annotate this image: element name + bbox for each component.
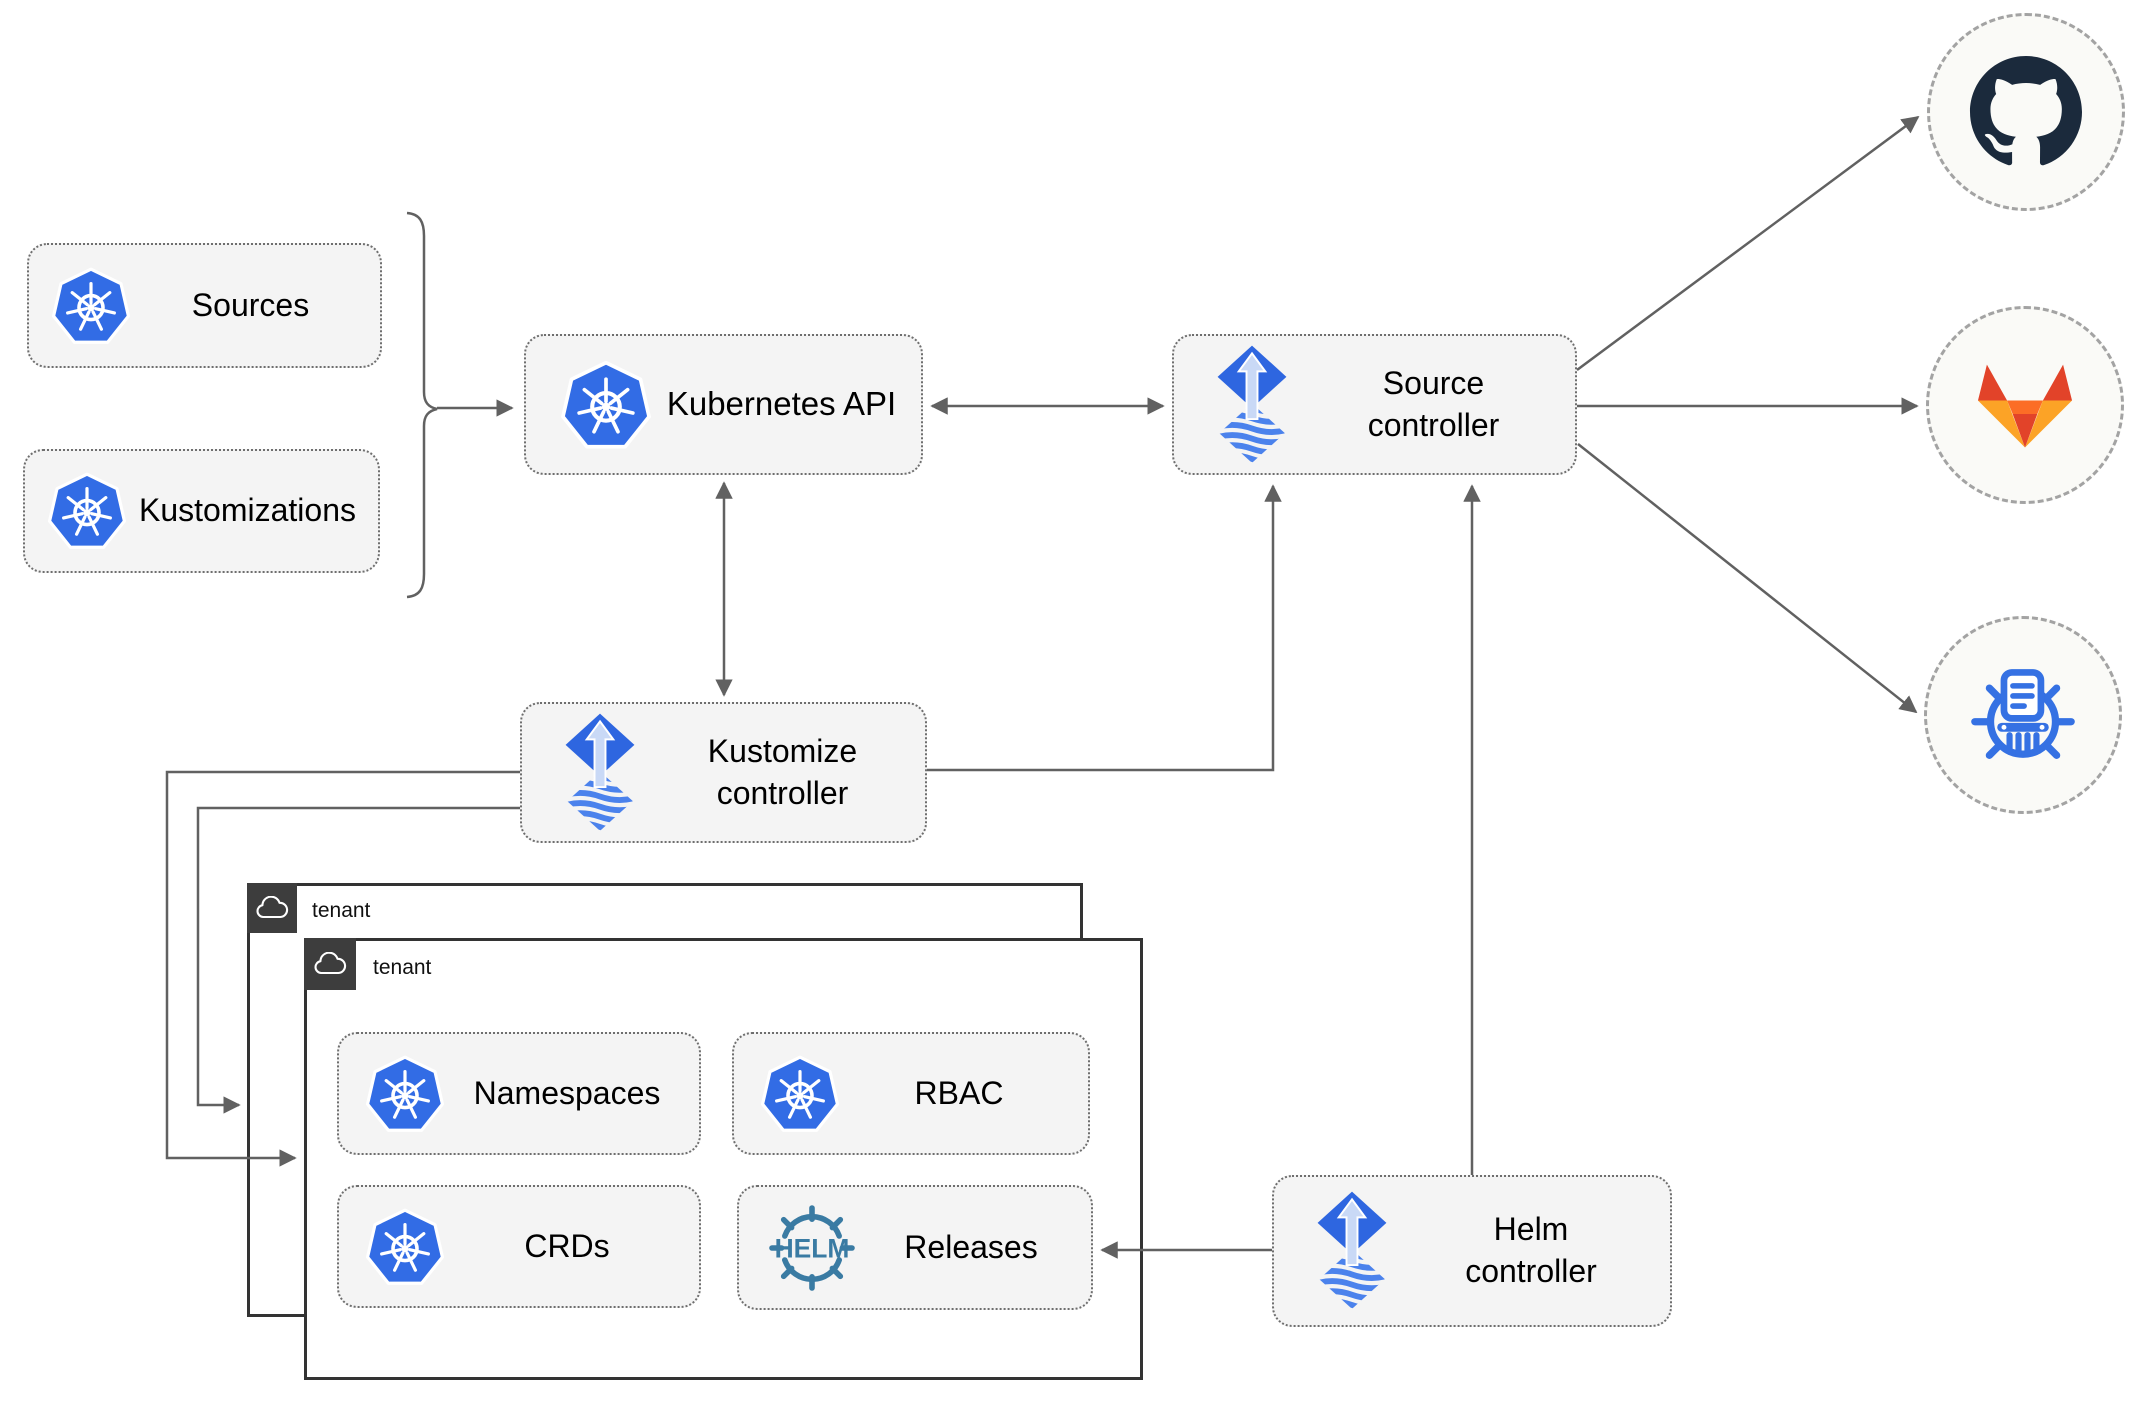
helm-icon: HELM [763,1204,861,1292]
github-icon [1969,56,2083,168]
flux-icon [1212,344,1292,466]
namespaces-box: Namespaces [337,1032,701,1155]
chartmuseum-icon [1967,659,2079,771]
helm-controller-box: Helm controller [1272,1175,1672,1327]
releases-box: HELM Releases [737,1185,1093,1310]
svg-text:HELM: HELM [775,1233,850,1263]
github-node [1927,13,2125,211]
kubernetes-icon [365,1207,445,1287]
kustomizations-label: Kustomizations [139,492,356,529]
kustomizations-box: Kustomizations [23,449,380,573]
edge-source-to-chartmuseum [1577,443,1918,714]
tenant-inner-label: tenant [373,956,432,979]
sources-box: Sources [27,243,382,368]
helm-controller-label: Helm controller [1465,1211,1597,1289]
tenant-inner-badge [304,938,356,990]
kubernetes-icon [560,359,652,451]
crds-box: CRDs [337,1185,701,1308]
source-controller-box: Source controller [1172,334,1577,475]
kubernetes-api-box: Kubernetes API [524,334,923,475]
cloud-icon [255,895,289,921]
kustomize-controller-box: Kustomize controller [520,702,927,843]
edge-kustomize-to-source [927,484,1282,772]
tenant-outer-badge [247,883,297,933]
gitlab-node [1926,306,2124,504]
gitlab-icon [1969,357,2081,453]
cloud-icon [313,951,347,977]
tenant-inner-box: tenant [304,938,1143,1380]
flux-icon [1312,1190,1392,1312]
kustomize-controller-label: Kustomize controller [707,732,858,811]
kubernetes-api-label: Kubernetes API [666,385,897,423]
kubernetes-icon [760,1054,840,1134]
flux-icon [560,712,640,834]
edge-source-to-github [1576,115,1920,372]
rbac-label: RBAC [914,1074,1004,1111]
source-controller-label: Source controller [1367,364,1500,443]
kubernetes-icon [365,1054,445,1134]
edge-brace [406,211,438,599]
chartmuseum-node [1924,616,2122,814]
kubernetes-icon [51,266,131,346]
crds-label: CRDs [524,1227,610,1264]
releases-label: Releases [904,1228,1038,1265]
tenant-outer-label: tenant [312,899,371,922]
sources-label: Sources [191,286,310,323]
rbac-box: RBAC [732,1032,1090,1155]
kubernetes-icon [47,471,127,551]
namespaces-label: Namespaces [473,1074,661,1111]
